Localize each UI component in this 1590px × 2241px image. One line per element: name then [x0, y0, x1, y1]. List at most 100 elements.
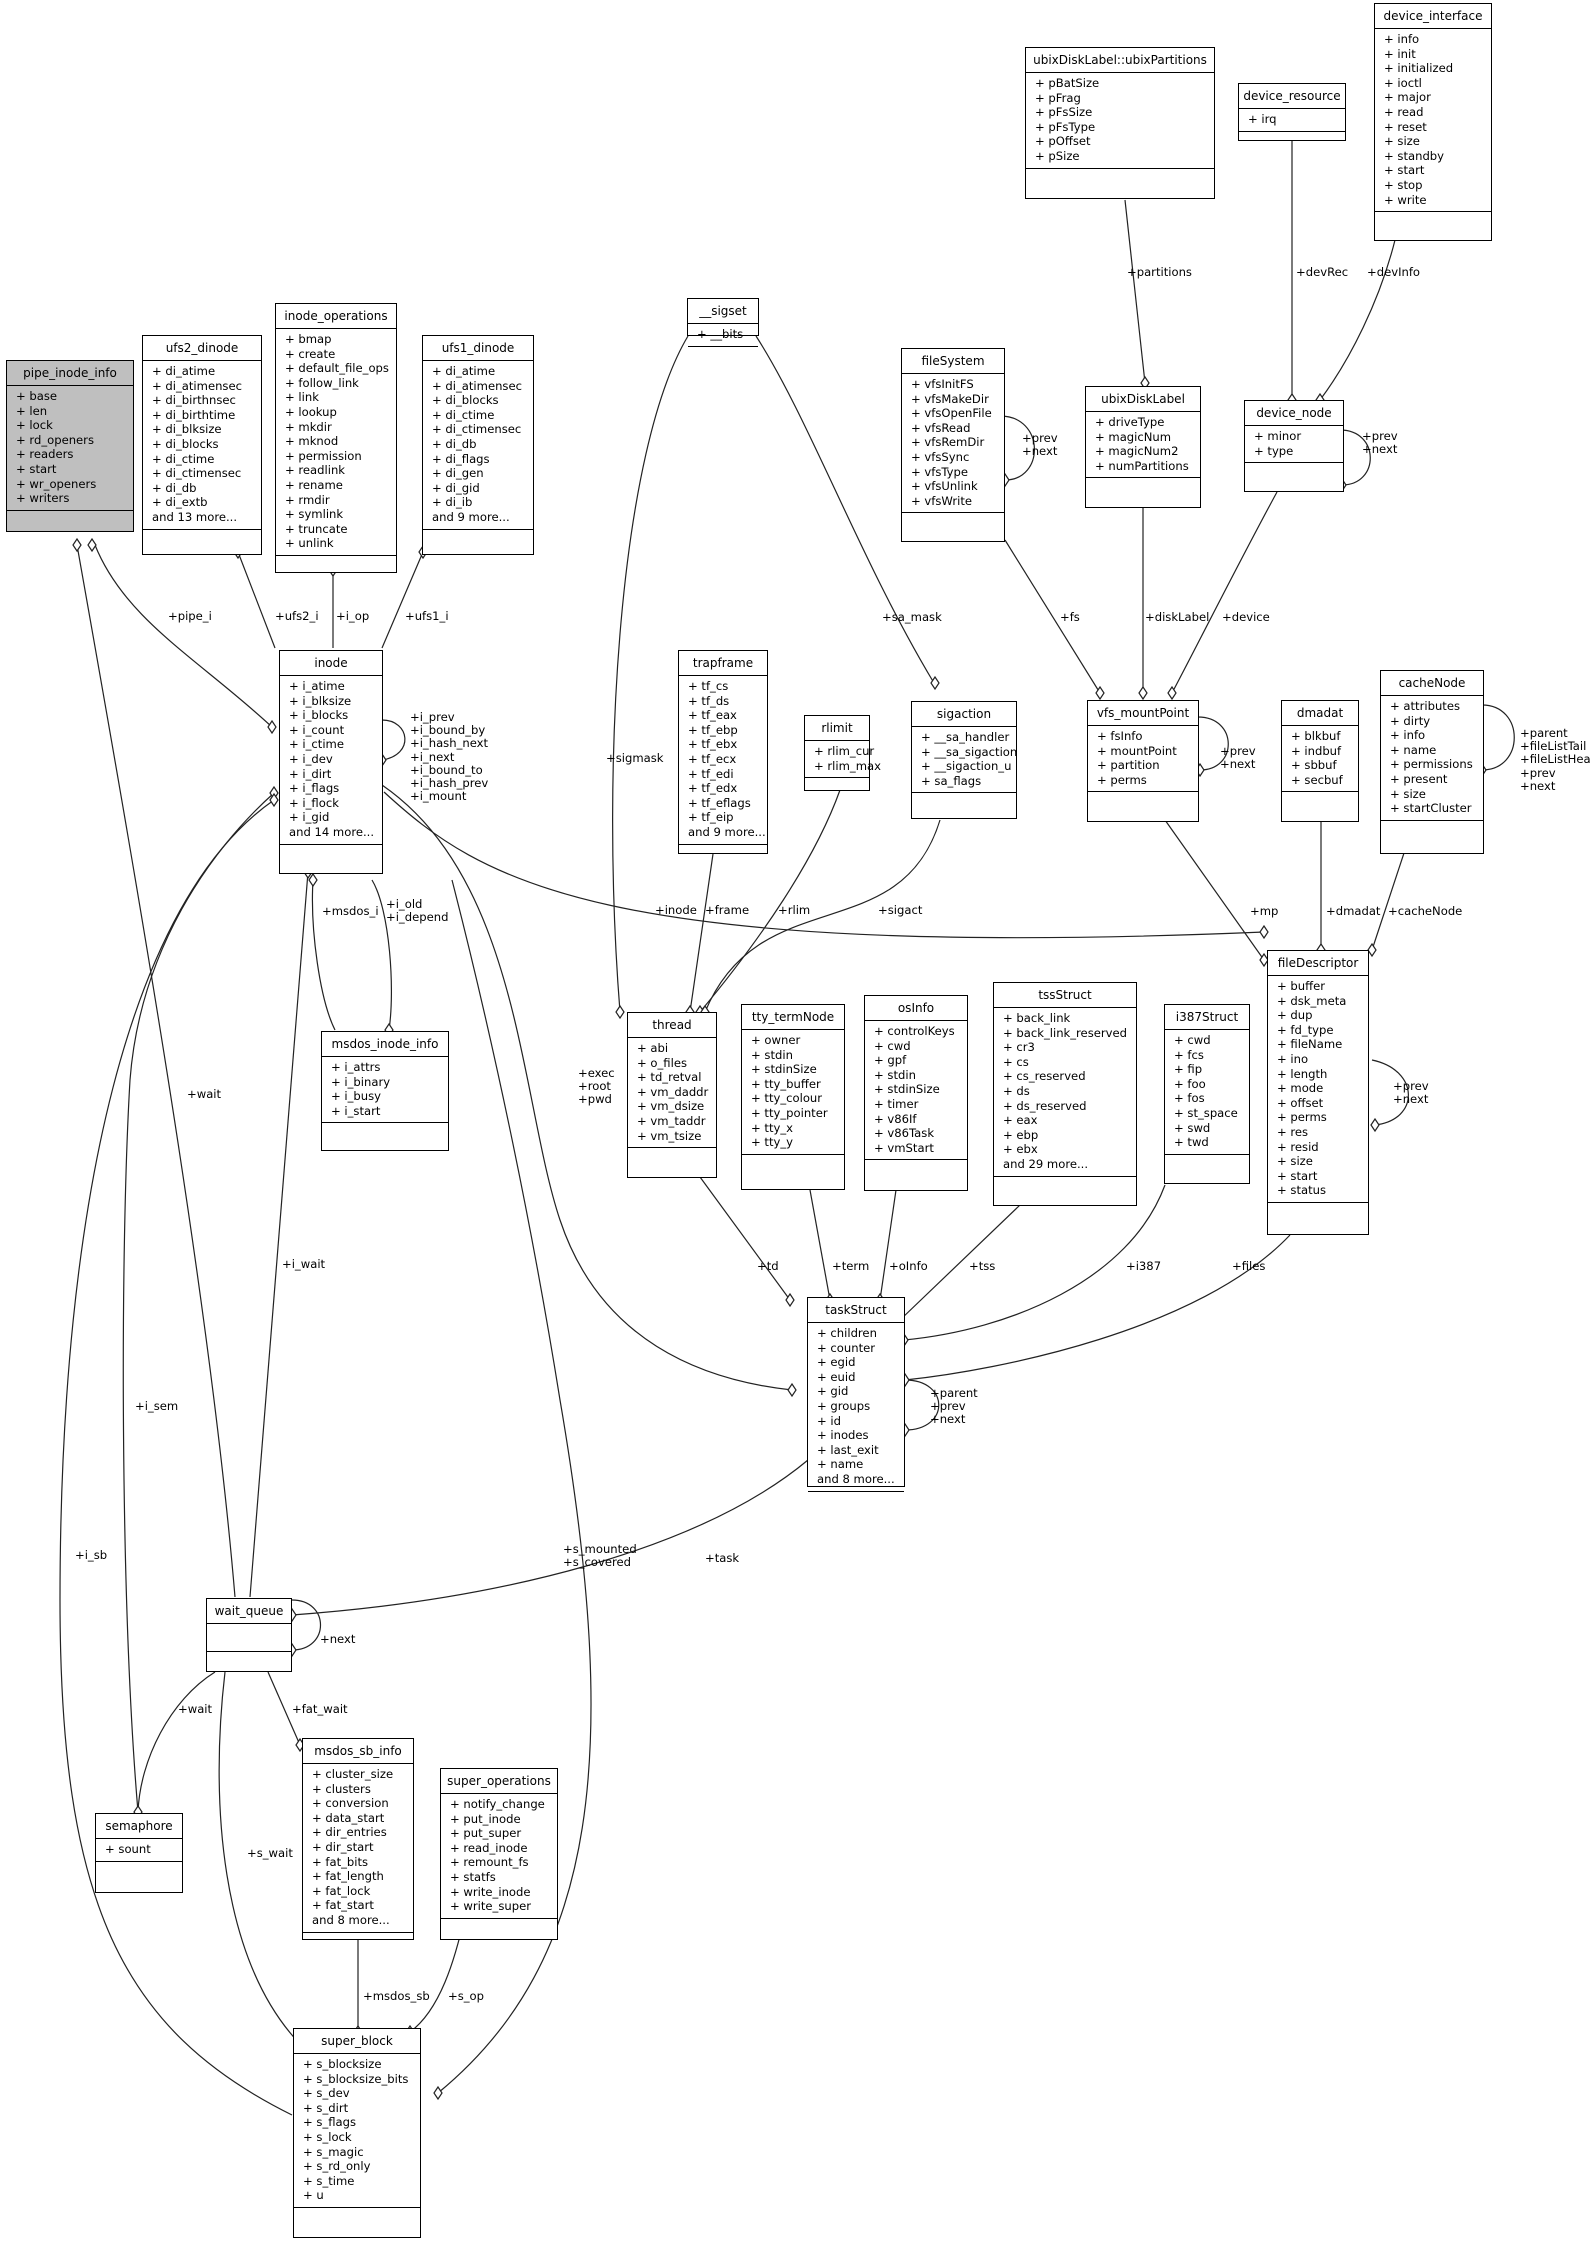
- member-row: + i_binary: [331, 1074, 391, 1089]
- class-node-rlimit[interactable]: rlimit+ rlim_cur+ rlim_max: [804, 715, 881, 791]
- class-node-ufs1-dinode[interactable]: ufs1_dinode+ di_atime+ di_atimensec+ di_…: [422, 335, 534, 555]
- class-node-osinfo[interactable]: osInfo+ controlKeys+ cwd+ gpf+ stdin+ st…: [864, 995, 968, 1191]
- edge-label-msdos-sb: +msdos_sb: [363, 1989, 430, 2003]
- member-row: + td_retval: [637, 1070, 702, 1085]
- edge-label-line: +prev: [930, 1399, 966, 1414]
- class-node-tssstruct[interactable]: tssStruct+ back_link+ back_link_reserved…: [993, 982, 1137, 1206]
- class-node-filedescriptor[interactable]: fileDescriptor+ buffer+ dsk_meta+ dup+ f…: [1267, 950, 1369, 1235]
- aggregation-diamond: [308, 872, 318, 888]
- member-row: + ino: [1277, 1051, 1309, 1066]
- edge-term: [809, 1189, 831, 1301]
- class-node-taskstruct[interactable]: taskStruct+ children+ counter+ egid+ eui…: [807, 1297, 905, 1492]
- member-row: + di_db: [432, 436, 477, 451]
- edge-label-line: +prev: [1520, 765, 1556, 780]
- member-row: + twd: [1174, 1135, 1209, 1150]
- member-row: + default_file_ops: [285, 361, 389, 376]
- class-title: pipe_inode_info: [7, 361, 133, 386]
- class-node-ufs2-dinode[interactable]: ufs2_dinode+ di_atime+ di_atimensec+ di_…: [142, 335, 262, 555]
- edge-label-device: +device: [1222, 610, 1270, 624]
- class-members: + attributes+ dirty+ info+ name+ permiss…: [1381, 696, 1483, 821]
- class-node-pipe-inode-info[interactable]: pipe_inode_info+ base+ len+ lock+ rd_ope…: [6, 360, 134, 532]
- member-row: + i_blksize: [289, 693, 352, 708]
- class-node-sigaction[interactable]: sigaction+ __sa_handler+ __sa_sigaction+…: [911, 701, 1017, 819]
- member-row: + driveType: [1095, 415, 1165, 429]
- member-row: + sount: [105, 1842, 151, 1856]
- class-node-inode-operations[interactable]: inode_operations+ bmap+ create+ default_…: [275, 303, 397, 573]
- class-node-ubixpartitions[interactable]: ubixDiskLabel::ubixPartitions+ pBatSize+…: [1025, 47, 1215, 199]
- edge-label-fs: +fs: [1060, 610, 1080, 624]
- edge-label-cacheNode: +cacheNode: [1388, 904, 1463, 918]
- member-row: + size: [1384, 134, 1420, 149]
- member-row: + s_blocksize_bits: [303, 2071, 409, 2086]
- member-row: + egid: [817, 1355, 856, 1370]
- class-node-thread[interactable]: thread+ abi+ o_files+ td_retval+ vm_dadd…: [627, 1012, 717, 1178]
- class-node-dmadat[interactable]: dmadat+ blkbuf+ indbuf+ sbbuf+ secbuf: [1281, 700, 1359, 822]
- edge-label-fat-wait: +fat_wait: [292, 1702, 348, 1716]
- class-node-cachenode[interactable]: cacheNode+ attributes+ dirty+ info+ name…: [1380, 670, 1484, 854]
- class-members: + abi+ o_files+ td_retval+ vm_daddr+ vm_…: [628, 1038, 716, 1149]
- edge-tss: [899, 1204, 1021, 1321]
- class-node-device-interface[interactable]: device_interface+ info+ init+ initialize…: [1374, 3, 1492, 241]
- class-title: super_block: [294, 2029, 420, 2054]
- member-row: + bmap: [285, 332, 332, 346]
- member-row: + vfsWrite: [911, 493, 972, 508]
- member-row: + pSize: [1035, 148, 1080, 163]
- class-node-super-operations[interactable]: super_operations+ notify_change+ put_ino…: [440, 1768, 558, 1940]
- member-row: + write_super: [450, 1899, 531, 1914]
- edge-label-wq-next: +next: [320, 1632, 356, 1646]
- edge-label-files: +files: [1232, 1259, 1266, 1273]
- member-row: + put_inode: [450, 1811, 521, 1826]
- class-node-device-resource[interactable]: device_resource+ irq: [1238, 83, 1346, 141]
- class-title: inode: [280, 651, 382, 676]
- class-node-filesystem[interactable]: fileSystem+ vfsInitFS+ vfsMakeDir+ vfsOp…: [901, 348, 1005, 542]
- class-node-vfs-mountpoint[interactable]: vfs_mountPoint+ fsInfo+ mountPoint+ part…: [1087, 700, 1199, 822]
- edge-label-devRec: +devRec: [1296, 265, 1349, 279]
- member-row: + back_link: [1003, 1011, 1071, 1025]
- member-row: + i_ctime: [289, 737, 344, 752]
- aggregation-diamond: [1367, 942, 1377, 958]
- member-row: + major: [1384, 90, 1431, 105]
- edge-s-wait: [218, 1671, 301, 2045]
- class-members: + cwd+ fcs+ fip+ foo+ fos+ st_space+ swd…: [1165, 1030, 1249, 1155]
- member-row: + rlim_cur: [814, 744, 875, 758]
- member-row: + vfsMakeDir: [911, 391, 989, 406]
- edge-label-sa-mask: +sa_mask: [882, 610, 942, 624]
- class-node-trapframe[interactable]: trapframe+ tf_cs+ tf_ds+ tf_eax+ tf_ebp+…: [678, 650, 768, 854]
- edge-label-sigmask: +sigmask: [606, 751, 664, 765]
- member-row: + dir_start: [312, 1839, 374, 1854]
- member-row: + base: [16, 389, 58, 403]
- member-row: + tf_eflags: [688, 795, 751, 810]
- class-node-wait-queue[interactable]: wait_queue: [206, 1598, 292, 1672]
- edge-wq-self: [291, 1599, 322, 1651]
- class-node-msdos-inode-info[interactable]: msdos_inode_info+ i_attrs+ i_binary+ i_b…: [321, 1031, 449, 1151]
- member-row: + i_flags: [289, 781, 340, 796]
- class-members: + blkbuf+ indbuf+ sbbuf+ secbuf: [1282, 726, 1358, 793]
- class-node-i387struct[interactable]: i387Struct+ cwd+ fcs+ fip+ foo+ fos+ st_…: [1164, 1004, 1250, 1184]
- member-row: + di_ctime: [152, 451, 215, 466]
- member-row: + dup: [1277, 1008, 1313, 1023]
- class-node-super-block[interactable]: super_block + s_blocksize+ s_blocksize_bi…: [293, 2028, 421, 2238]
- class-node-semaphore[interactable]: semaphore+ sount: [95, 1813, 183, 1893]
- member-row: + pFsSize: [1035, 105, 1093, 120]
- member-row: + resid: [1277, 1139, 1319, 1154]
- class-node-ubixdisklabel[interactable]: ubixDiskLabel+ driveType+ magicNum+ magi…: [1085, 386, 1201, 508]
- member-row: + vfsOpenFile: [911, 406, 992, 421]
- class-title: inode_operations: [276, 304, 396, 329]
- class-node-sigset[interactable]: __sigset+ __bits: [687, 298, 759, 347]
- class-title: ubixDiskLabel::ubixPartitions: [1026, 48, 1214, 73]
- member-row: + pOffset: [1035, 134, 1091, 149]
- edge-label-sigact: +sigact: [878, 903, 923, 917]
- aggregation-diamond: [787, 1382, 797, 1398]
- member-row: + cs_reserved: [1003, 1069, 1086, 1084]
- class-node-inode[interactable]: inode+ i_atime+ i_blksize+ i_blocks+ i_c…: [279, 650, 383, 874]
- member-row: + s_rd_only: [303, 2159, 371, 2174]
- member-row: + i_atime: [289, 679, 345, 693]
- member-row: + vm_tsize: [637, 1128, 702, 1143]
- class-title: ufs1_dinode: [423, 336, 533, 361]
- class-node-device-node[interactable]: device_node+ minor+ type: [1244, 400, 1344, 492]
- member-row: + s_blocksize: [303, 2057, 382, 2071]
- member-row: + permissions: [1390, 757, 1473, 772]
- member-row: + write_inode: [450, 1884, 531, 1899]
- class-node-tty-termnode[interactable]: tty_termNode+ owner+ stdin+ stdinSize+ t…: [741, 1004, 845, 1190]
- class-node-msdos-sb-info[interactable]: msdos_sb_info+ cluster_size+ clusters+ c…: [302, 1738, 414, 1940]
